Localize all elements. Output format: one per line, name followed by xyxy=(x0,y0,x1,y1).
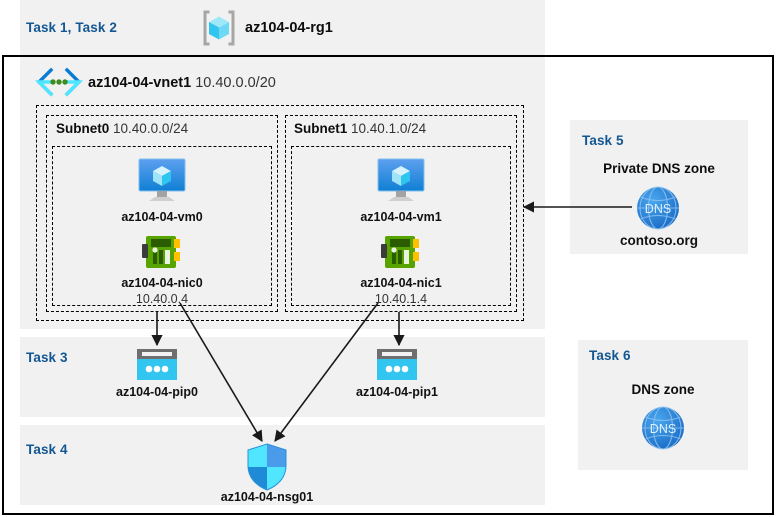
vnet-name: az104-04-vnet1 xyxy=(88,75,192,91)
virtual-machine-icon[interactable] xyxy=(135,156,189,204)
subnet-0-boundary xyxy=(46,115,278,312)
vnet-band xyxy=(20,57,545,329)
nic-1-ip: 10.40.1.4 xyxy=(374,292,428,306)
task-label-5: Task 5 xyxy=(582,133,624,148)
svg-text:DNS: DNS xyxy=(650,422,676,436)
subnet-1-cidr: 10.40.1.0/24 xyxy=(351,121,427,136)
nic-0-ip: 10.40.0.4 xyxy=(135,292,189,306)
resource-group-name: az104-04-rg1 xyxy=(245,20,333,36)
vnet-title: az104-04-vnet1 10.40.0.0/20 xyxy=(88,75,276,91)
task-3-panel xyxy=(20,337,545,417)
resource-group-icon xyxy=(199,8,239,48)
dns-zone-title: DNS zone xyxy=(631,382,695,397)
nic-1-label: az104-04-nic1 xyxy=(360,276,442,290)
vm-1-label: az104-04-vm1 xyxy=(360,210,442,224)
subnet-0-inner-box xyxy=(52,146,272,306)
diagram-outer-border xyxy=(2,55,774,515)
pip-0-label: az104-04-pip0 xyxy=(116,385,198,399)
subnet-0-name: Subnet0 xyxy=(56,121,110,136)
private-dns-zone-title: Private DNS zone xyxy=(603,161,715,176)
subnet-1-title: Subnet1 10.40.1.0/24 xyxy=(294,121,426,136)
task-label-6: Task 6 xyxy=(589,348,631,363)
svg-text:DNS: DNS xyxy=(645,202,671,216)
dns-zone-icon[interactable]: DNS xyxy=(639,404,687,452)
network-security-group-icon[interactable] xyxy=(246,443,288,491)
public-ip-address-icon[interactable] xyxy=(377,349,417,381)
vnet-cidr: 10.40.0.0/20 xyxy=(195,75,276,91)
subnet-0-title: Subnet0 10.40.0.0/24 xyxy=(56,121,188,136)
dns-zone-icon[interactable]: DNS xyxy=(634,184,682,232)
network-interface-icon[interactable] xyxy=(142,234,182,272)
pip-1-label: az104-04-pip1 xyxy=(356,385,438,399)
task-label-4: Task 4 xyxy=(26,442,68,457)
subnet-1-inner-box xyxy=(291,146,511,306)
task-label-3: Task 3 xyxy=(26,350,68,365)
network-interface-icon[interactable] xyxy=(381,234,421,272)
task-label-1-2: Task 1, Task 2 xyxy=(26,20,117,35)
nic-0-label: az104-04-nic0 xyxy=(121,276,203,290)
virtual-machine-icon[interactable] xyxy=(374,156,428,204)
virtual-network-icon xyxy=(34,67,84,97)
subnet-0-cidr: 10.40.0.0/24 xyxy=(113,121,189,136)
private-dns-zone-name: contoso.org xyxy=(620,233,698,248)
vm-0-label: az104-04-vm0 xyxy=(121,210,203,224)
header-band xyxy=(20,0,545,55)
subnet-1-boundary xyxy=(285,115,517,312)
public-ip-address-icon[interactable] xyxy=(137,349,177,381)
nsg-label: az104-04-nsg01 xyxy=(220,490,314,504)
subnet-1-name: Subnet1 xyxy=(294,121,348,136)
